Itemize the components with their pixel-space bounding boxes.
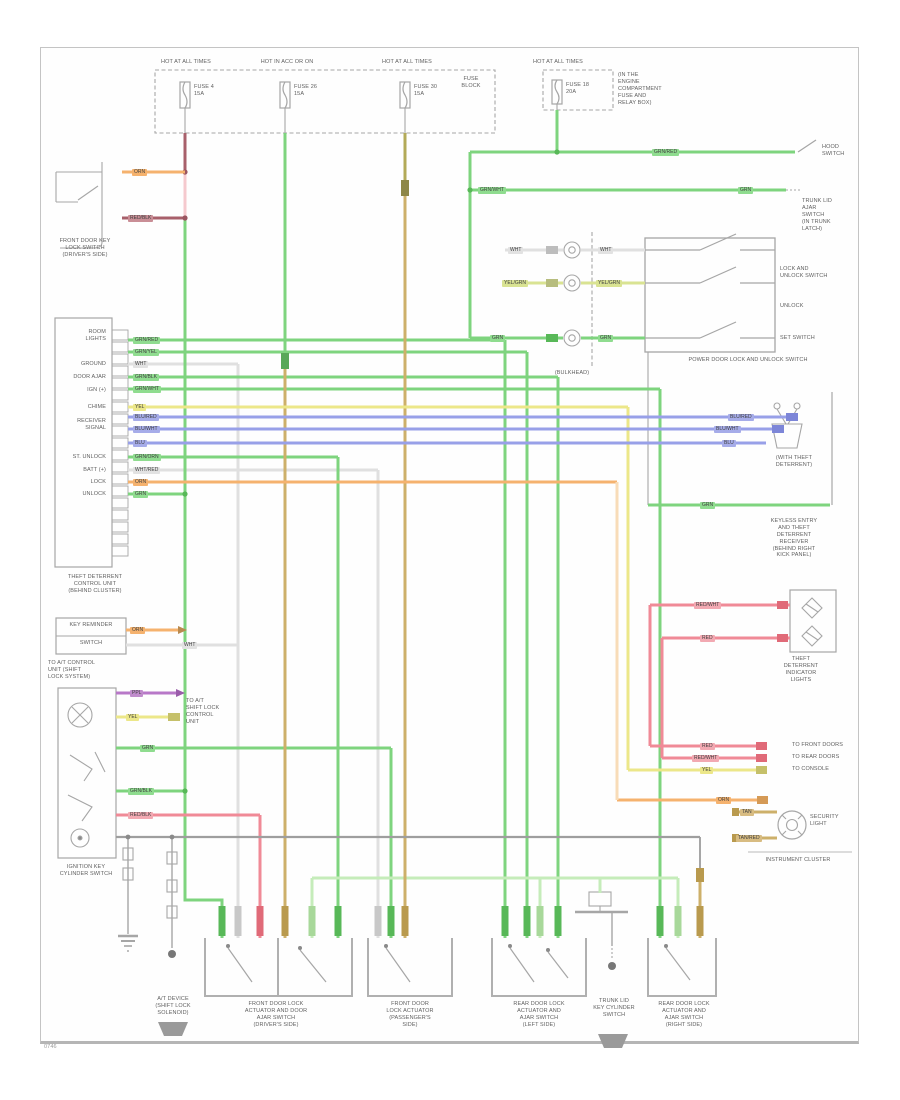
to-console-label: TO CONSOLE xyxy=(792,766,829,772)
wire-chip: BLU/WHT xyxy=(714,425,741,433)
sw1-row1-label: LOCK AND UNLOCK SWITCH xyxy=(780,266,828,279)
wire-chip: BLU/RED xyxy=(728,413,754,421)
wire-chip: GRN xyxy=(738,186,754,194)
wire-chip: GRN xyxy=(700,501,716,509)
at-control-label: TO A/T CONTROL UNIT (SHIFT LOCK SYSTEM) xyxy=(48,660,96,680)
wire-chip: BLU/WHT xyxy=(133,425,160,433)
wire-chip: YEL/GRN xyxy=(596,279,622,287)
wire-chip: GRN xyxy=(133,490,149,498)
key-reminder-row1: KEY REMINDER xyxy=(69,622,113,628)
wire-chip: GRN xyxy=(490,334,506,342)
trunk-ajar-label: TRUNK LID AJAR SWITCH (IN TRUNK LATCH) xyxy=(802,198,832,232)
control-unit-label: THEFT DETERRENT CONTROL UNIT (BEHIND CLU… xyxy=(67,574,123,594)
sw1-row2-label: UNLOCK xyxy=(780,303,804,309)
hot-header-1: HOT AT ALL TIMES xyxy=(161,59,211,65)
wire-chip: WHT xyxy=(508,246,524,254)
wire-chip: WHT xyxy=(182,641,198,649)
fuse-4-note: (IN THE ENGINE COMPARTMENT FUSE AND RELA… xyxy=(618,72,662,106)
instrument-cluster-label: INSTRUMENT CLUSTER xyxy=(765,857,831,863)
door-key-switch-label: FRONT DOOR KEY LOCK SWITCH (DRIVER'S SID… xyxy=(59,238,111,258)
wire-chip: GRN/YEL xyxy=(133,348,159,356)
bottom-box3-label: REAR DOOR LOCK ACTUATOR AND AJAR SWITCH … xyxy=(513,1001,565,1028)
hot-header-2: HOT IN ACC OR ON xyxy=(260,59,314,65)
wire-chip: GRN xyxy=(598,334,614,342)
ignition-key-label: IGNITION KEY CYLINDER SWITCH xyxy=(59,864,113,877)
wire-chip: RED/BLK xyxy=(128,214,154,222)
page-code: 0746 xyxy=(44,1044,57,1050)
fuse-1-label: FUSE 4 15A xyxy=(194,84,214,97)
bottom-box4-label: REAR DOOR LOCK ACTUATOR AND AJAR SWITCH … xyxy=(658,1001,710,1028)
indicator-lights-label: THEFT DETERRENT INDICATOR LIGHTS xyxy=(783,656,819,683)
wire-chip: ORN xyxy=(132,168,148,176)
receiver-label: KEYLESS ENTRY AND THEFT DETERRENT RECEIV… xyxy=(770,518,818,559)
fuse-block-label: FUSE BLOCK xyxy=(461,76,481,89)
m1-row-2: DOOR AJAR xyxy=(73,373,106,380)
wire-chip: GRN/WHT xyxy=(478,186,506,194)
sw1-name-label: POWER DOOR LOCK AND UNLOCK SWITCH xyxy=(688,357,808,363)
wire-chip: GRN/ORN xyxy=(133,453,161,461)
m1-row-5: RECEIVER SIGNAL xyxy=(77,418,106,431)
fuse-3-label: FUSE 30 15A xyxy=(414,84,438,97)
hot-header-4: HOT AT ALL TIMES xyxy=(533,59,583,65)
m1-row-6: ST. UNLOCK xyxy=(72,453,106,460)
wire-chip: GRN/WHT xyxy=(133,385,161,393)
wire-chip: GRN/BLK xyxy=(128,787,154,795)
wire-chip: BLU xyxy=(133,439,147,447)
wire-chip: ORN xyxy=(716,796,732,804)
m1-row-3: IGN (+) xyxy=(87,386,106,393)
bulkhead-label: (BULKHEAD) xyxy=(554,370,590,376)
fuse-2-label: FUSE 26 15A xyxy=(294,84,318,97)
security-light-label: SECURITY LIGHT xyxy=(810,814,839,827)
wire-chip: WHT xyxy=(598,246,614,254)
wire-chip: YEL xyxy=(700,766,714,774)
wire-chip: PPL xyxy=(130,689,144,697)
m1-row-4: CHIME xyxy=(87,403,106,410)
hot-header-3: HOT AT ALL TIMES xyxy=(382,59,432,65)
wire-chip: RED/WHT xyxy=(692,754,720,762)
sw1-row3-label: SET SWITCH xyxy=(780,335,815,341)
wire-chip: BLU/RED xyxy=(133,413,159,421)
trunk-key-label: TRUNK LID KEY CYLINDER SWITCH xyxy=(593,998,635,1018)
to-rear-doors-label: TO REAR DOORS xyxy=(792,754,840,760)
wire-chip: GRN/RED xyxy=(652,148,680,156)
wire-chip: GRN/RED xyxy=(133,336,161,344)
wire-chip: TAN/RED xyxy=(736,834,762,842)
bottom-box1-label: FRONT DOOR LOCK ACTUATOR AND DOOR AJAR S… xyxy=(244,1001,308,1028)
wire-chip: BLU xyxy=(722,439,736,447)
wire-chip: TAN xyxy=(740,808,754,816)
wire-chip: WHT xyxy=(133,360,149,368)
wire-chip: RED/BLK xyxy=(128,811,154,819)
wire-chip: YEL/GRN xyxy=(502,279,528,287)
m1-row-8: LOCK xyxy=(90,478,106,485)
m1-row-0: ROOM LIGHTS xyxy=(85,329,106,342)
bottom-box2-label: FRONT DOOR LOCK ACTUATOR (PASSENGER'S SI… xyxy=(386,1001,434,1028)
key-reminder-row2: SWITCH xyxy=(79,640,103,646)
wire-chip: YEL xyxy=(133,403,147,411)
shift-lock-note: TO A/T SHIFT LOCK CONTROL UNIT xyxy=(186,698,220,725)
shift-lock-ground-label: A/T DEVICE (SHIFT LOCK SOLENOID) xyxy=(155,996,191,1016)
wire-chip: GRN/BLK xyxy=(133,373,159,381)
wire-chip: RED/WHT xyxy=(694,601,722,609)
m1-row-9: UNLOCK xyxy=(82,490,106,497)
m1-row-7: BATT (+) xyxy=(83,466,106,473)
hood-switch-label: HOOD SWITCH xyxy=(822,144,845,157)
wire-chip: YEL xyxy=(126,713,140,721)
receiver-note: (WITH THEFT DETERRENT) xyxy=(775,455,813,468)
to-front-doors-label: TO FRONT DOORS xyxy=(792,742,844,748)
wire-chip: GRN xyxy=(140,744,156,752)
wire-chip: RED xyxy=(700,634,715,642)
wire-chip: ORN xyxy=(130,626,146,634)
wire-chip: RED xyxy=(700,742,715,750)
fuse-4-label: FUSE 18 20A xyxy=(566,82,590,95)
wire-chip: WHT/RED xyxy=(133,466,161,474)
wire-chip: ORN xyxy=(133,478,149,486)
m1-row-1: GROUND xyxy=(80,360,106,367)
